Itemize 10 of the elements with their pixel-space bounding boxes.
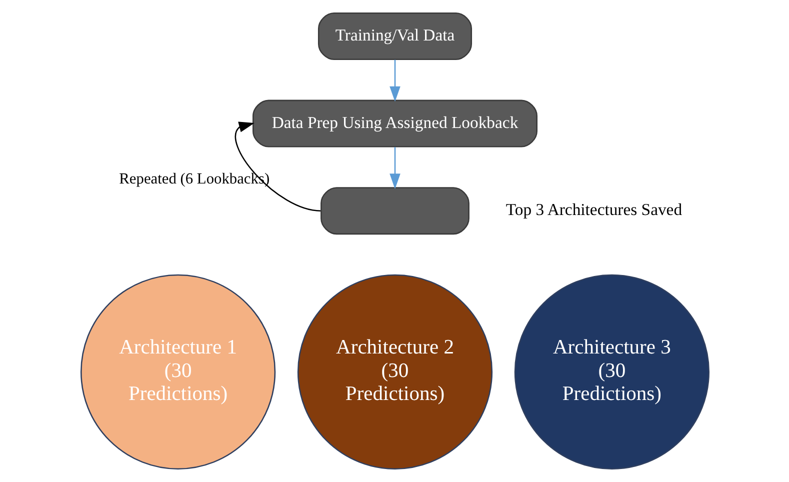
node-circle: Architecture 3 (30 Predictions) — [514, 274, 709, 470]
node-circle: Architecture 2 (30 Predictions) — [296, 274, 492, 470]
node-circle: Architecture 1 (30 Predictions) — [80, 274, 276, 470]
node-label: Top 3 Architectures Saved — [505, 200, 682, 220]
node-box: Data Prep Using Assigned Lookback — [252, 100, 537, 148]
node-box: Training/Val Data — [317, 12, 472, 60]
node-box — [320, 187, 469, 235]
arrow — [234, 122, 320, 212]
arrow — [389, 147, 400, 190]
arrow — [389, 60, 400, 102]
